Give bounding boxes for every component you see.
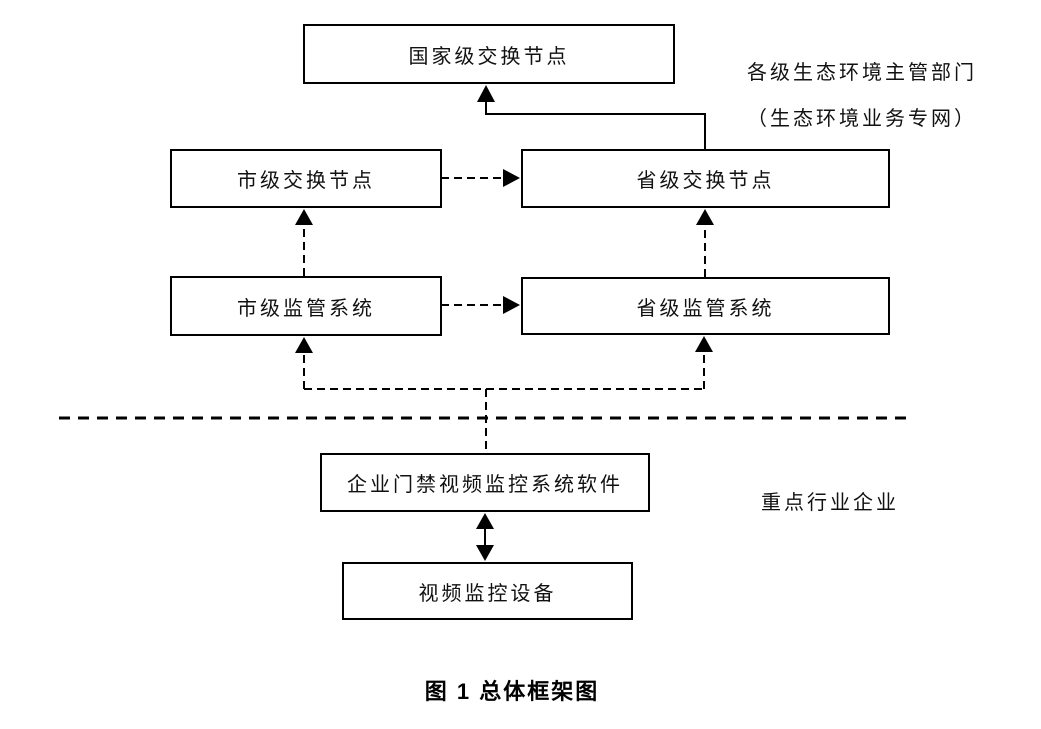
node-enterprise-software-label: 企业门禁视频监控系统软件	[320, 453, 650, 512]
arrowhead-down-video-device	[476, 545, 494, 561]
zone-label-government: 各级生态环境主管部门 （生态环境业务专网）	[747, 50, 977, 142]
arrowhead-up-provincial-exchange	[696, 209, 714, 225]
zone-label-government-line2: （生态环境业务专网）	[747, 108, 977, 130]
arrowhead-up-enterprise-software	[476, 513, 494, 529]
zone-label-government-line1: 各级生态环境主管部门	[747, 62, 977, 84]
arrowhead-up-provincial-supervision	[695, 336, 713, 352]
node-city-exchange-label: 市级交换节点	[170, 149, 442, 208]
arrowhead-right-provincial-exchange	[503, 169, 520, 187]
figure-caption: 图 1 总体框架图	[424, 679, 600, 704]
node-national-exchange-label: 国家级交换节点	[303, 24, 675, 84]
node-video-device-label: 视频监控设备	[342, 562, 633, 620]
node-city-supervision-label: 市级监管系统	[170, 276, 442, 336]
node-provincial-exchange-label: 省级交换节点	[521, 149, 890, 208]
zone-label-enterprise: 重点行业企业	[761, 492, 899, 514]
arrowhead-up-city-supervision	[295, 337, 313, 353]
arrowhead-right-provincial-supervision	[503, 296, 520, 314]
edge-provincial-to-national	[485, 100, 706, 150]
arrowhead-up-city-exchange	[295, 209, 313, 225]
arrowhead-up-national	[477, 85, 495, 102]
node-provincial-supervision-label: 省级监管系统	[521, 277, 890, 335]
